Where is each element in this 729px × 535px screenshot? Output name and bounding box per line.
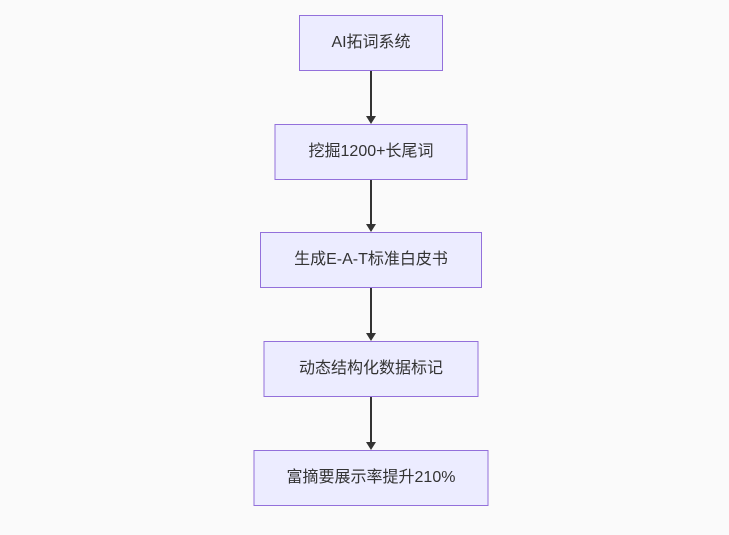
flow-node-label: 富摘要展示率提升210%: [286, 469, 456, 487]
arrow-line: [370, 71, 372, 116]
flow-node-ai-keyword-system: AI拓词系统: [299, 15, 443, 71]
flow-arrow: [365, 288, 377, 341]
flow-arrow: [365, 180, 377, 232]
arrow-line: [370, 397, 372, 442]
arrow-head-icon: [366, 116, 376, 124]
flow-node-longtail-mining: 挖掘1200+长尾词: [274, 124, 468, 180]
flow-arrow: [365, 397, 377, 450]
arrow-line: [370, 288, 372, 333]
flow-arrow: [365, 71, 377, 124]
flow-node-eat-whitepaper: 生成E-A-T标准白皮书: [260, 232, 482, 288]
flow-node-label: 挖掘1200+长尾词: [308, 143, 434, 161]
arrow-head-icon: [366, 224, 376, 232]
flow-node-label: 生成E-A-T标准白皮书: [294, 251, 448, 269]
flow-node-rich-snippet-result: 富摘要展示率提升210%: [253, 450, 489, 506]
flow-node-structured-data-markup: 动态结构化数据标记: [263, 341, 479, 397]
flow-node-label: AI拓词系统: [331, 34, 411, 52]
arrow-line: [370, 180, 372, 224]
arrow-head-icon: [366, 442, 376, 450]
flow-node-label: 动态结构化数据标记: [298, 360, 443, 378]
arrow-head-icon: [366, 333, 376, 341]
